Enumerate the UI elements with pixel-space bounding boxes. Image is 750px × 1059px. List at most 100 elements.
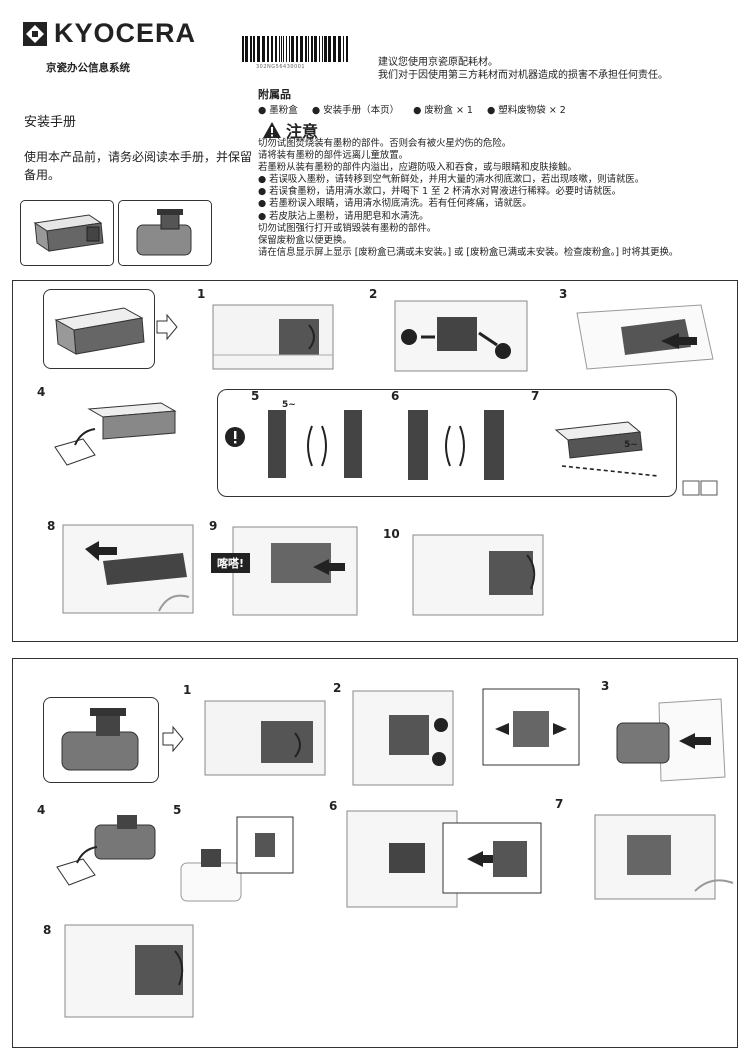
barcode-bar (291, 36, 294, 62)
push-waste-box-illustration (594, 814, 734, 900)
arrow-right-icon (162, 725, 184, 753)
barcode (242, 36, 348, 62)
barcode-bar (311, 36, 313, 62)
unpack-toner-illustration (54, 402, 177, 466)
caution-line: 请将装有墨粉的部件远离儿童放置。 (258, 150, 409, 162)
insert-waste-box-illustration (346, 810, 542, 908)
caution-heading: 注意 (262, 118, 318, 142)
waste-step-number: 7 (555, 797, 564, 811)
barcode-bar (338, 36, 341, 62)
turn-page-icon (682, 480, 718, 496)
bag-old-toner-illustration (576, 304, 714, 370)
waste-step-number: 1 (183, 683, 192, 697)
barcode-bar (314, 36, 317, 62)
unpack-waste-box-illustration (56, 815, 156, 886)
toner-step-number: 9 (209, 519, 218, 533)
caution-title: 注意 (286, 122, 319, 141)
toner-cartridge-thumbnail (20, 200, 114, 266)
shake-rotate-illustration (408, 410, 504, 480)
notice-line: 我们对于因使用第三方耗材而对机器造成的损害不承担任何责任。 (378, 70, 668, 81)
press-toner-click-illustration (232, 526, 358, 616)
click-sound-label: 喀嗒! (211, 553, 251, 573)
insert-toner-illustration (62, 524, 194, 614)
accessories-list: ● 墨粉盒 ● 安装手册（本页） ● 废粉盒 × 1 ● 塑料废物袋 × 2 (258, 102, 566, 116)
toner-step-number: 3 (559, 287, 568, 301)
accessory-item: ● 塑料废物袋 × 2 (486, 105, 566, 116)
toner-highlight-box (43, 289, 155, 369)
barcode-bar (300, 36, 303, 62)
barcode-bar (305, 36, 307, 62)
barcode-bar (262, 36, 265, 62)
barcode-bar (333, 36, 336, 62)
barcode-bar (242, 36, 244, 62)
barcode-bar (281, 36, 282, 62)
barcode-bar (271, 36, 273, 62)
barcode-bar (250, 36, 252, 62)
shake-vertical-illustration (268, 410, 362, 478)
attach-cap-illustration (180, 816, 294, 902)
kyocera-logo: KYOCERA (22, 20, 196, 47)
barcode-bar (267, 36, 269, 62)
close-cover-illustration (412, 534, 544, 616)
barcode-bar (275, 36, 277, 62)
important-icon (225, 427, 245, 447)
caution-line: ● 若误食墨粉，请用清水漱口，并喝下 1 至 2 杯清水对胃液进行稀释。必要时请… (258, 186, 622, 198)
barcode-bar (283, 36, 284, 62)
arrow-right-icon (156, 313, 178, 341)
kyocera-logo-icon (23, 21, 47, 46)
remove-toner-illustration (394, 300, 528, 372)
caution-line: ● 若皮肤沾上墨粉，请用肥皂和水清洗。 (258, 210, 429, 222)
printer-open-cover-illustration (204, 700, 326, 776)
waste-step-number: 5 (173, 803, 182, 817)
waste-step-number: 4 (37, 803, 46, 817)
toner-step-number: 6 (391, 389, 400, 403)
toner-step-number: 7 (531, 389, 540, 403)
bag-waste-box-illustration (616, 698, 726, 782)
caution-line: ● 若墨粉误入眼睛，请用清水彻底清洗。若有任何疼痛，请就医。 (258, 198, 532, 210)
caution-line: 切勿试图焚烧装有墨粉的部件。否则会有被火星灼伤的危险。 (258, 138, 512, 149)
barcode-bar (322, 36, 323, 62)
brand-name: KYOCERA (54, 18, 197, 48)
waste-toner-box-icon (136, 209, 192, 256)
read-before-use-note: 使用本产品前，请务必阅读本手册，并保留备用。 (24, 150, 253, 182)
toner-cartridge-icon (54, 307, 145, 355)
waste-toner-box-thumbnail (118, 200, 212, 266)
waste-toner-replacement-panel: 1 2 3 4 5 6 7 8 (12, 658, 738, 1048)
barcode-bar (286, 36, 287, 62)
manual-title: 安装手册 (24, 115, 77, 130)
toner-replacement-panel: 1 2 3 4 5 6 7 8 9 10 (12, 280, 738, 642)
toner-step-number: 5 (251, 389, 260, 403)
caution-line: 请在信息显示屏上显示 [废粉盒已满或未安装。] 或 [废粉盒已满或未安装。检查废… (258, 246, 679, 258)
barcode-bar (343, 36, 344, 62)
waste-step-number: 8 (43, 923, 52, 937)
shake-horizontal-illustration (554, 421, 659, 477)
caution-line: ● 若误吸入墨粉，请转移到空气新鲜处，并用大量的清水彻底漱口，若出现咳嗽，则请就… (258, 174, 645, 186)
accessories-heading: 附属品 (258, 88, 291, 101)
barcode-bar (289, 36, 290, 62)
remove-waste-box-illustration (352, 688, 580, 786)
shake-count-label: 5~ (624, 440, 638, 450)
barcode-number: 302NG56430001 (256, 64, 306, 70)
accessory-item: ● 墨粉盒 (258, 105, 298, 116)
toner-step-number: 4 (37, 385, 46, 399)
waste-step-number: 6 (329, 799, 338, 813)
printer-open-cover-illustration (212, 304, 334, 370)
genuine-supplies-notice: 建议您使用京瓷原配耗材。 我们对于因使用第三方耗材而对机器造成的损害不承担任何责… (378, 56, 668, 82)
barcode-bar (324, 36, 327, 62)
barcode-bar (279, 36, 280, 62)
notice-line: 建议您使用京瓷原配耗材。 (378, 57, 498, 68)
caution-text: 切勿试图焚烧装有墨粉的部件。否则会有被火星灼伤的危险。 请将装有墨粉的部件远离儿… (258, 138, 748, 259)
barcode-bar (328, 36, 331, 62)
toner-cartridge-icon (33, 214, 104, 253)
warning-triangle-icon (263, 122, 281, 138)
barcode-bar (296, 36, 298, 62)
brand-subtitle: 京瓷办公信息系统 (46, 62, 130, 74)
toner-step-number: 1 (197, 287, 206, 301)
shake-count-label: 5~ (282, 400, 296, 410)
caution-line: 若墨粉从装有墨粉的部件内溢出，应避防吸入和吞食，或与眼睛和皮肤接触。 (258, 162, 577, 174)
accessory-item: ● 安装手册（本页） (311, 105, 400, 116)
toner-step-number: 10 (383, 527, 400, 541)
barcode-bar (245, 36, 248, 62)
shake-toner-box: 5~ 5~ (217, 389, 677, 497)
